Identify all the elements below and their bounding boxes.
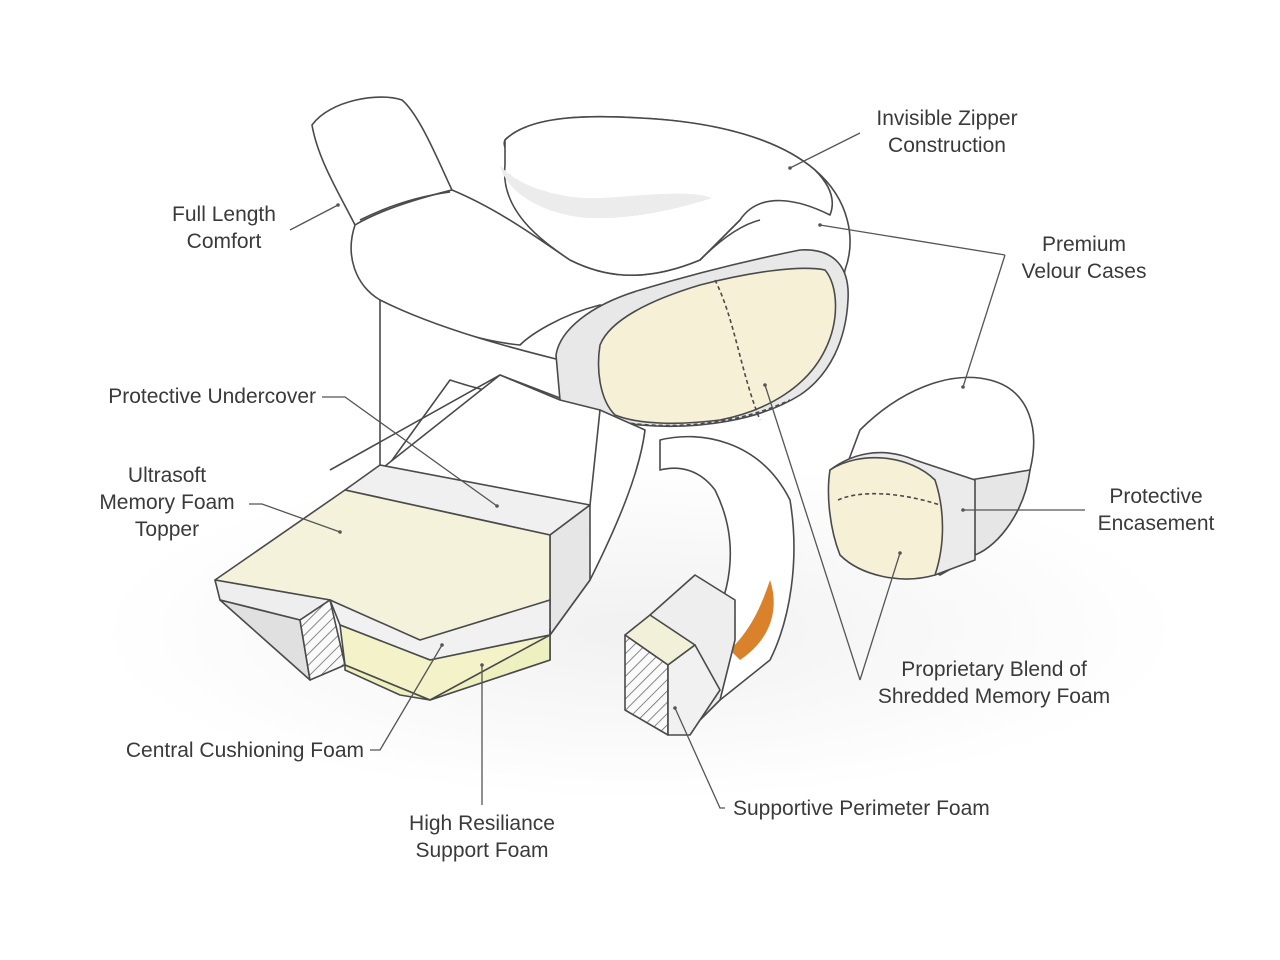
layered-section (214, 374, 646, 701)
leader-full-length (289, 204, 339, 231)
leader-velour-2 (962, 254, 1006, 388)
main-pillow-cut (555, 249, 849, 428)
label-ultrasoft-topper: Ultrasoft Memory Foam Topper (99, 464, 235, 541)
label-protective-encasement: Protective Encasement (1097, 485, 1215, 535)
end-piece (827, 376, 1035, 580)
label-supportive-perimeter-foam: Supportive Perimeter Foam (733, 797, 990, 820)
label-full-length-comfort: Full Length Comfort (172, 203, 276, 253)
leader-central (370, 644, 443, 751)
leader-undercover (322, 396, 498, 507)
label-invisible-zipper: Invisible Zipper Construction (876, 107, 1018, 157)
curved-arm (624, 435, 795, 736)
label-protective-undercover: Protective Undercover (108, 385, 316, 408)
leader-velour-1 (819, 224, 1006, 256)
leader-perimeter (674, 707, 725, 809)
label-high-resiliance-support-foam: High Resiliance Support Foam (409, 812, 555, 862)
leader-topper (249, 503, 341, 533)
leader-lines (249, 132, 1085, 809)
label-proprietary-blend: Proprietary Blend of Shredded Memory Foa… (877, 658, 1111, 708)
label-central-cushioning-foam: Central Cushioning Foam (125, 739, 364, 762)
label-premium-velour-cases: Premium Velour Cases (1021, 233, 1147, 283)
leader-invisible-zipper (789, 132, 861, 169)
leader-blend-1 (764, 384, 861, 681)
leader-blend-2 (859, 552, 901, 681)
